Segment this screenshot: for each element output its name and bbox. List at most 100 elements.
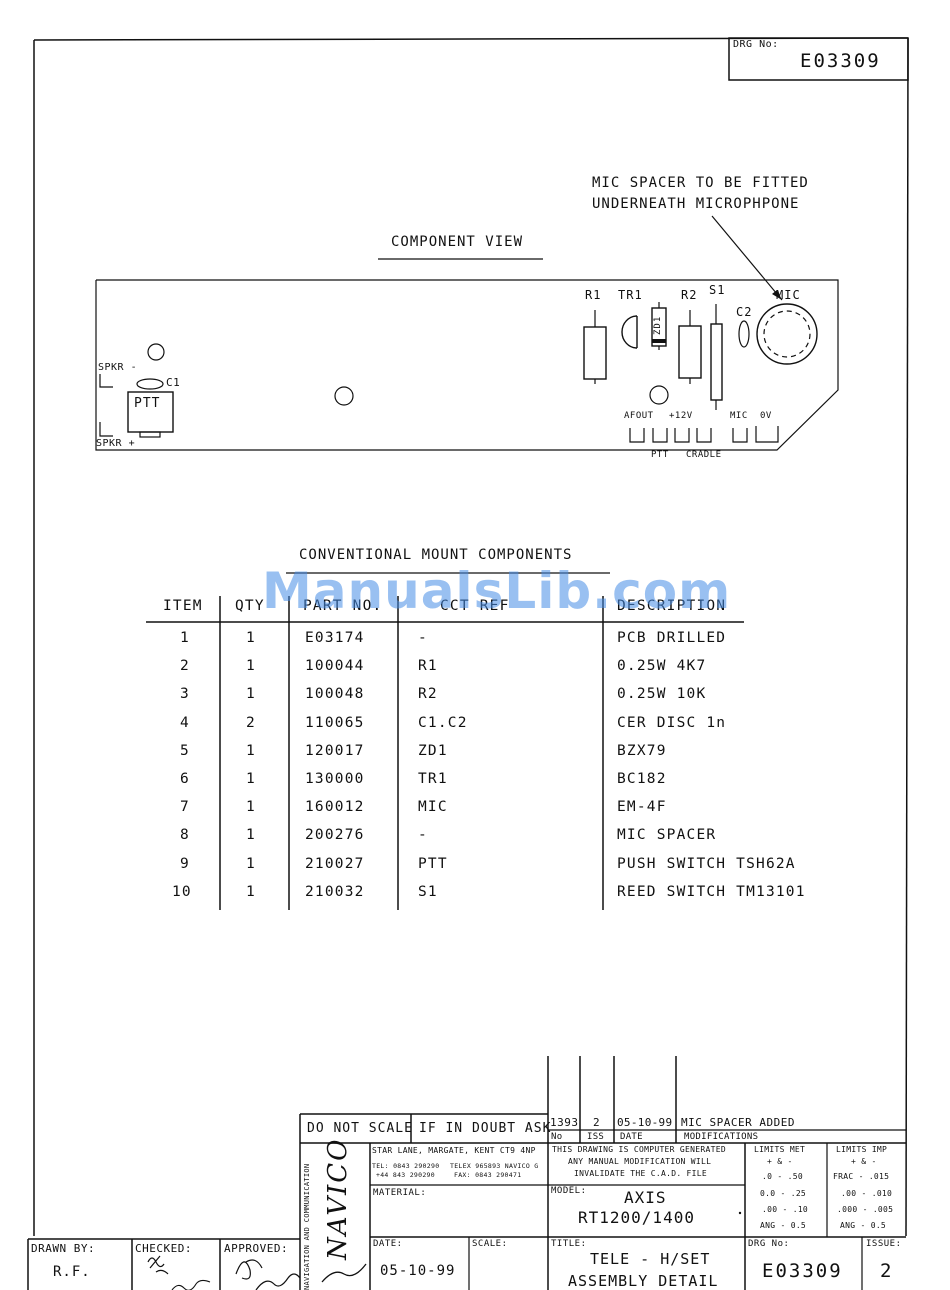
mod-text: MIC SPACER ADDED xyxy=(681,1116,795,1129)
description-cell: CER DISC 1n xyxy=(617,714,727,731)
checked-label: CHECKED: xyxy=(135,1242,192,1255)
cct-ref-cell: C1.C2 xyxy=(418,714,468,731)
cct-ref-cell: R1 xyxy=(418,658,438,675)
model-label: MODEL: xyxy=(551,1186,587,1196)
item-cell: 10 xyxy=(172,883,192,900)
description-cell: PCB DRILLED xyxy=(617,630,727,646)
qty-cell: 1 xyxy=(246,827,256,844)
label-s1: S1 xyxy=(709,283,726,297)
mod-header-modifications: MODIFICATIONS xyxy=(684,1132,759,1142)
description-cell: 0.25W 10K xyxy=(617,686,707,703)
note-line-1: MIC SPACER TO BE FITTED xyxy=(592,175,809,191)
qty-cell: 2 xyxy=(246,714,256,731)
approved-label: APPROVED: xyxy=(224,1242,289,1255)
part-no-cell: 210032 xyxy=(305,883,365,900)
description-cell: 0.25W 4K7 xyxy=(617,658,707,675)
note-line-2: UNDERNEATH MICROPHPONE xyxy=(592,196,800,212)
label-afout: AFOUT xyxy=(624,411,654,421)
drg-no-label: DRG No: xyxy=(733,39,779,50)
part-no-cell: E03174 xyxy=(305,630,365,646)
description-cell: EM-4F xyxy=(617,799,667,816)
cct-ref-cell: ZD1 xyxy=(418,742,448,759)
cct-ref-cell: - xyxy=(418,827,428,844)
title-label: TITLE: xyxy=(551,1239,587,1249)
item-cell: 9 xyxy=(180,855,190,872)
item-cell: 2 xyxy=(180,658,190,675)
limits-imp-2: .000 - .005 xyxy=(837,1205,894,1214)
scale-label: SCALE: xyxy=(472,1239,508,1249)
do-not-scale: DO NOT SCALE xyxy=(307,1121,413,1136)
item-cell: 8 xyxy=(180,827,190,844)
company-tel-2: +44 843 290290 xyxy=(376,1171,435,1179)
description-cell: BC182 xyxy=(617,771,667,787)
component-view-title: COMPONENT VIEW xyxy=(391,234,524,250)
qty-cell: 1 xyxy=(246,630,256,646)
item-cell: 6 xyxy=(180,771,190,787)
label-ptt-pin: PTT xyxy=(651,450,669,460)
drg-no-value-bottom: E03309 xyxy=(762,1260,843,1282)
limits-imp-0: FRAC - .015 xyxy=(833,1172,890,1181)
drg-no-value: E03309 xyxy=(800,50,881,72)
description-cell: REED SWITCH TM13101 xyxy=(617,883,806,900)
company-side-text: NAVIGATION AND COMMUNICATION xyxy=(303,1163,311,1290)
limits-imp-1: .00 - .010 xyxy=(841,1189,893,1198)
qty-cell: 1 xyxy=(246,855,256,872)
item-cell: 1 xyxy=(180,630,190,646)
label-spkr-minus: SPKR - xyxy=(98,362,138,373)
label-ptt-switch: PTT xyxy=(134,396,161,411)
table-title: CONVENTIONAL MOUNT COMPONENTS xyxy=(299,547,573,563)
description-cell: MIC SPACER xyxy=(617,827,717,844)
cct-ref-cell: MIC xyxy=(418,799,448,816)
label-c1: C1 xyxy=(166,376,181,389)
limits-met-3: ANG - 0.5 xyxy=(760,1221,807,1230)
navico-logo: NAVICO xyxy=(323,1137,353,1261)
approved-signature xyxy=(235,1259,301,1290)
mod-date: 05-10-99 xyxy=(617,1116,673,1129)
qty-cell: 1 xyxy=(246,883,256,900)
issue-value: 2 xyxy=(880,1260,893,1282)
limits-met-pm: + & - xyxy=(767,1157,793,1166)
navico-swoosh xyxy=(321,1263,367,1283)
mod-number: 1393 xyxy=(550,1116,579,1129)
label-r2: R2 xyxy=(681,288,698,302)
date-value: 05-10-99 xyxy=(380,1263,456,1279)
label-cradle: CRADLE xyxy=(686,450,722,460)
title-line-1: TELE - H/SET xyxy=(590,1250,711,1268)
part-no-cell: 100048 xyxy=(305,686,365,703)
part-no-cell: 160012 xyxy=(305,799,365,816)
qty-cell: 1 xyxy=(246,658,256,675)
limits-met-1: 0.0 - .25 xyxy=(760,1189,807,1198)
label-12v: +12V xyxy=(669,411,693,421)
title-line-2: ASSEMBLY DETAIL xyxy=(568,1272,719,1290)
part-no-cell: 100044 xyxy=(305,658,365,675)
qty-cell: 1 xyxy=(246,799,256,816)
label-zd1: ZD1 xyxy=(653,315,663,335)
limits-imp-pm: + & - xyxy=(851,1157,877,1166)
part-no-cell: 130000 xyxy=(305,771,365,787)
qty-cell: 1 xyxy=(246,771,256,787)
mod-header-iss: ISS xyxy=(587,1132,605,1142)
part-no-cell: 210027 xyxy=(305,855,365,872)
description-cell: PUSH SWITCH TSH62A xyxy=(617,855,796,872)
part-no-cell: 200276 xyxy=(305,827,365,844)
label-0v: 0V xyxy=(760,411,772,421)
date-label: DATE: xyxy=(373,1239,403,1249)
issue-label: ISSUE: xyxy=(866,1239,902,1249)
part-no-cell: 120017 xyxy=(305,742,365,759)
model-line-2: RT1200/1400 xyxy=(578,1208,695,1227)
computer-note-1: THIS DRAWING IS COMPUTER GENERATED xyxy=(552,1145,726,1154)
part-no-cell: 110065 xyxy=(305,714,365,731)
label-c2: C2 xyxy=(736,305,753,319)
limits-imp-3: ANG - 0.5 xyxy=(840,1221,887,1230)
cct-ref-cell: - xyxy=(418,630,428,646)
company-tel-1: TEL: 0843 290290 xyxy=(372,1162,440,1170)
cct-ref-cell: TR1 xyxy=(418,771,448,787)
drawn-by-value: R.F. xyxy=(53,1264,91,1280)
limits-met-2: .00 - .10 xyxy=(762,1205,809,1214)
header-part-no: PART NO. xyxy=(303,598,383,614)
header-description: DESCRIPTION xyxy=(617,598,727,614)
header-qty: QTY xyxy=(235,598,265,614)
drg-no-label-bottom: DRG No: xyxy=(748,1239,790,1249)
if-in-doubt-ask: IF IN DOUBT ASK xyxy=(419,1121,552,1136)
